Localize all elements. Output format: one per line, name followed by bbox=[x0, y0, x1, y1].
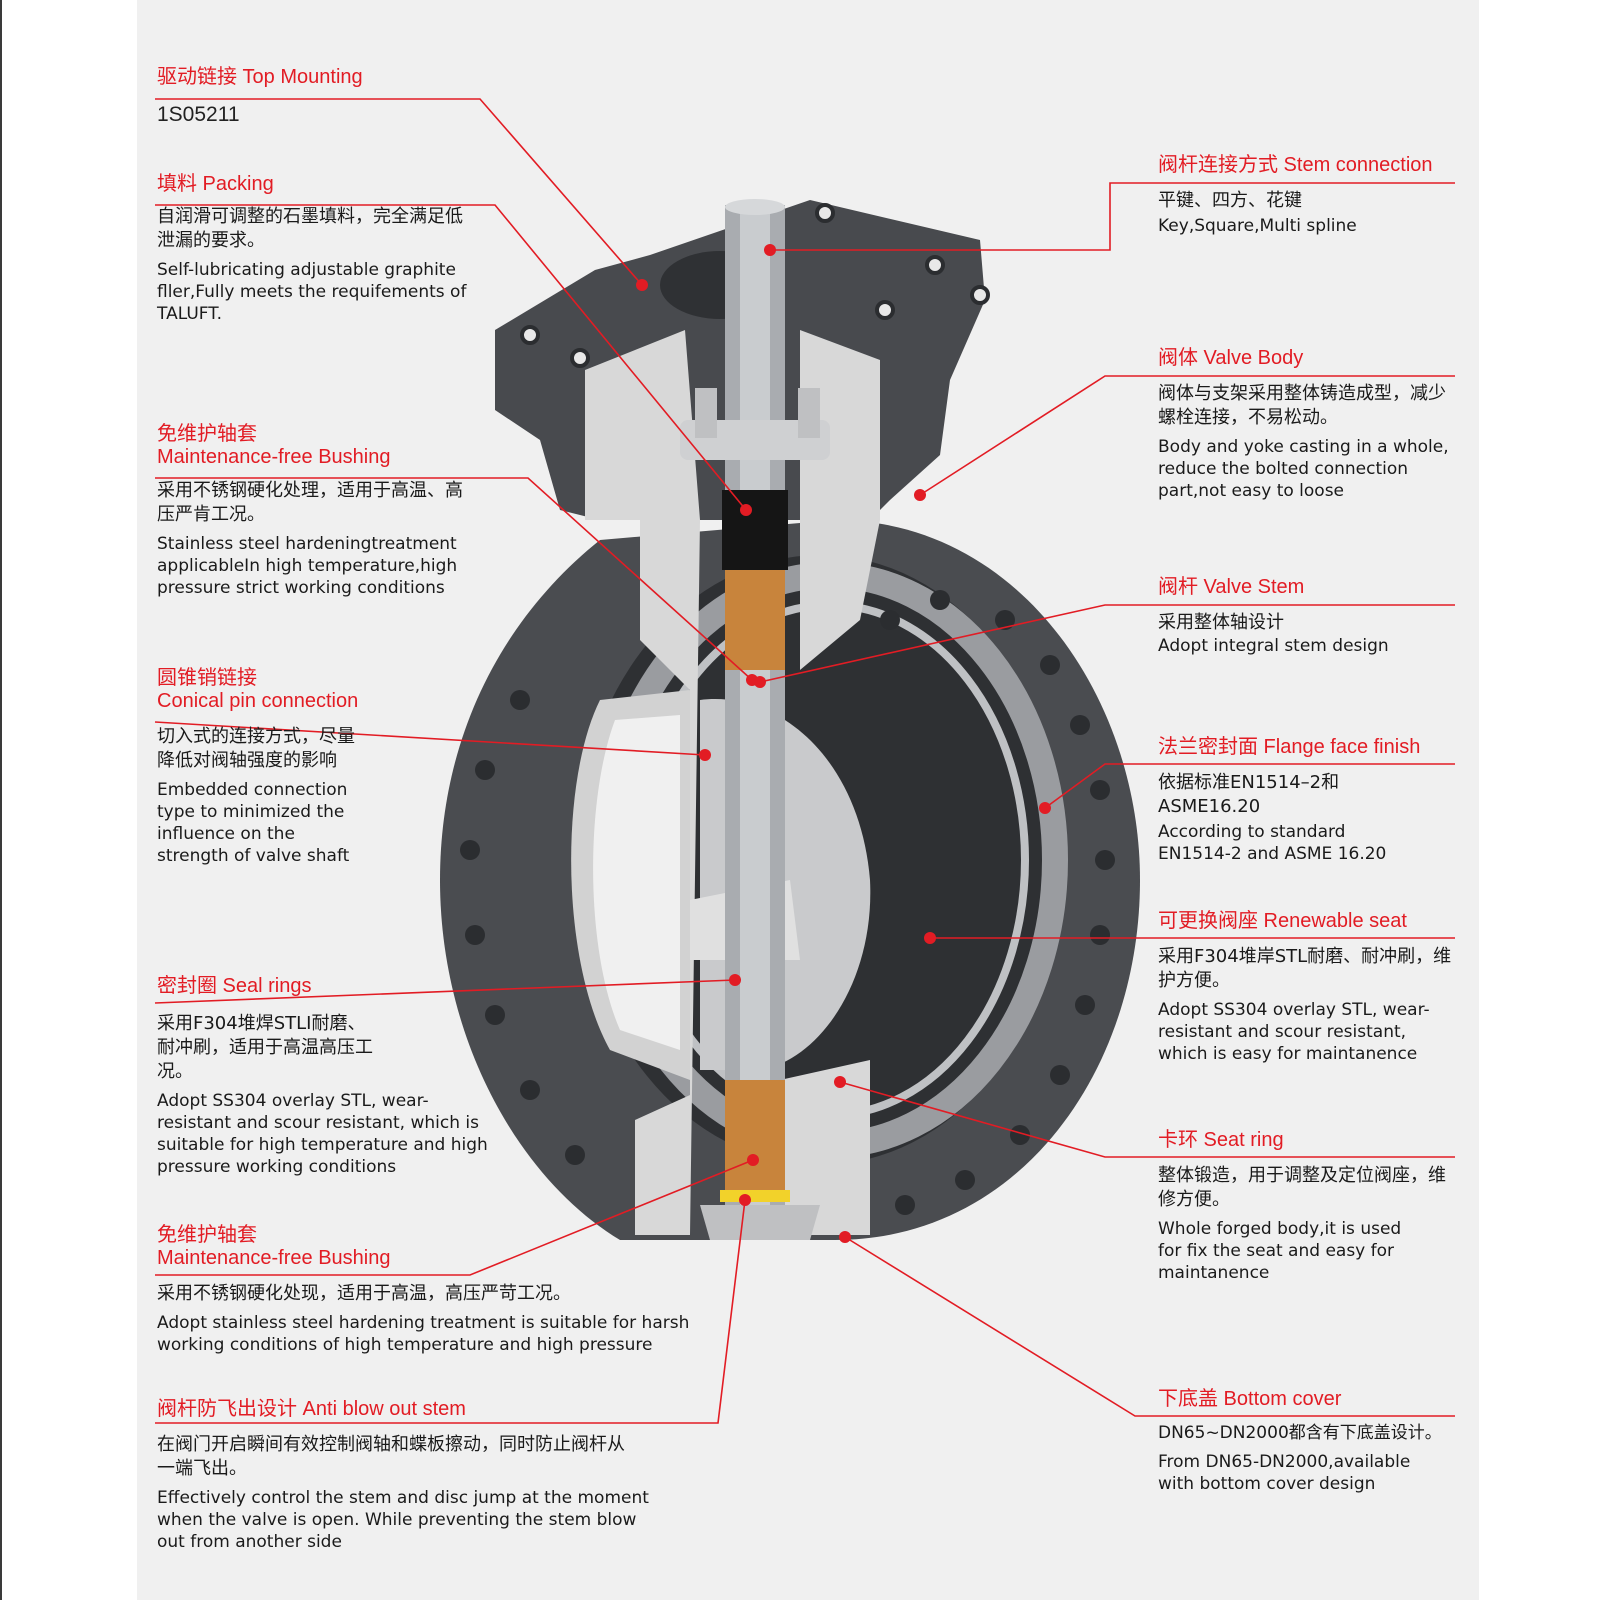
callout-title: 驱动链接 Top Mounting bbox=[157, 66, 363, 88]
callout-zh-text: 阀体与支架采用整体铸造成型，减少螺栓连接，不易松动。 bbox=[1158, 383, 1446, 428]
callout-en-text: Effectively control the stem and disc ju… bbox=[157, 1488, 649, 1552]
callout-zh-text: 整体锻造，用于调整及定位阀座，维修方便。 bbox=[1158, 1165, 1446, 1210]
callout-en-text: Stainless steel hardeningtreatment appli… bbox=[157, 534, 458, 598]
callout-zh-text: 采用F304堆焊STLI耐磨、耐冲刷，适用于高温高压工况。 bbox=[157, 1013, 373, 1082]
callout-flange-face: 法兰密封面 Flange face finish 依据标准EN1514–2和AS… bbox=[1158, 736, 1458, 865]
callout-en-text: Whole forged body,it is used for fix the… bbox=[1158, 1219, 1402, 1283]
left-edge-line bbox=[0, 0, 2, 1600]
callout-title: 可更换阀座 Renewable seat bbox=[1158, 910, 1407, 932]
callout-zh-text: 采用F304堆岸STL耐磨、耐冲刷，维护方便。 bbox=[1158, 946, 1452, 991]
callout-title: 填料 Packing bbox=[157, 173, 274, 195]
callout-title: 密封圈 Seal rings bbox=[157, 975, 312, 997]
callout-title: 免维护轴套 bbox=[157, 1224, 257, 1246]
callout-title-en: Maintenance-free Bushing bbox=[157, 446, 391, 468]
mounting-holes bbox=[520, 203, 990, 368]
callout-zh-text: 采用不锈钢硬化处理，适用于高温、高压严肯工况。 bbox=[157, 480, 463, 525]
callout-zh-text: 自润滑可调整的石墨填料，完全满足低泄漏的要求。 bbox=[157, 206, 463, 251]
bushing-lower bbox=[725, 1080, 785, 1190]
callout-title: 圆锥销链接 bbox=[157, 667, 257, 689]
callout-en-text: Adopt integral stem design bbox=[1158, 636, 1389, 656]
callout-conical-pin: 圆锥销链接 Conical pin connection 切入式的连接方式，尽量… bbox=[157, 667, 362, 867]
callout-zh-text: 依据标准EN1514–2和ASME16.20 bbox=[1158, 772, 1340, 817]
callout-valve-stem: 阀杆 Valve Stem 采用整体轴设计 Adopt integral ste… bbox=[1158, 576, 1458, 657]
bottom-cover bbox=[700, 1205, 820, 1240]
gland-flange bbox=[680, 420, 830, 460]
callout-en-text: Adopt SS304 overlay STL, wear-resistant … bbox=[1158, 1000, 1430, 1064]
callout-top-mounting: 驱动链接 Top Mounting 1S05211 bbox=[157, 66, 637, 127]
callout-bottom-cover: 下底盖 Bottom cover DN65~DN2000都含有下底盖设计。 Fr… bbox=[1158, 1388, 1478, 1495]
callout-title-en: Maintenance-free Bushing bbox=[157, 1247, 391, 1269]
callout-title: 下底盖 Bottom cover bbox=[1158, 1388, 1342, 1410]
leader-dots bbox=[636, 244, 1051, 1243]
callout-title: 法兰密封面 Flange face finish bbox=[1158, 736, 1421, 758]
callout-title-en: Conical pin connection bbox=[157, 690, 359, 712]
callout-en-text: Adopt stainless steel hardening treatmen… bbox=[157, 1313, 690, 1355]
callout-zh-text: 切入式的连接方式，尽量降低对阀轴强度的影响 bbox=[157, 726, 355, 771]
callout-en-text: Embedded connection type to minimized th… bbox=[157, 780, 350, 866]
callout-packing: 填料 Packing 自润滑可调整的石墨填料，完全满足低泄漏的要求。 Self-… bbox=[157, 173, 467, 325]
yoke-cut-face bbox=[585, 330, 700, 1235]
callout-title: 阀杆 Valve Stem bbox=[1158, 576, 1305, 598]
bushing-upper bbox=[725, 570, 785, 670]
callout-en-text: From DN65-DN2000,available with bottom c… bbox=[1158, 1452, 1411, 1494]
callout-en-text: Body and yoke casting in a whole, reduce… bbox=[1158, 437, 1449, 501]
callout-stem-connection: 阀杆连接方式 Stem connection 平键、四方、花键 Key,Squa… bbox=[1158, 154, 1458, 237]
callout-anti-blow-out: 阀杆防飞出设计 Anti blow out stem 在阀门开启瞬间有效控制阀轴… bbox=[157, 1398, 667, 1553]
callout-title: 卡环 Seat ring bbox=[1158, 1129, 1284, 1151]
callout-en-text: Key,Square,Multi spline bbox=[1158, 216, 1357, 236]
callout-title: 阀体 Valve Body bbox=[1158, 347, 1304, 369]
model-code: 1S05211 bbox=[157, 103, 240, 126]
callout-zh-text: 采用不锈钢硬化处现，适用于高温，高压严苛工况。 bbox=[157, 1283, 571, 1304]
flange-bolt-holes bbox=[460, 590, 1115, 1215]
callout-zh-text: 平键、四方、花键 bbox=[1158, 190, 1302, 211]
callout-title: 阀杆连接方式 Stem connection bbox=[1158, 154, 1433, 176]
callout-seat-ring: 卡环 Seat ring 整体锻造，用于调整及定位阀座，维修方便。 Whole … bbox=[1158, 1129, 1458, 1284]
callout-bushing-lower: 免维护轴套 Maintenance-free Bushing 采用不锈钢硬化处现… bbox=[157, 1224, 717, 1356]
leader-lines bbox=[154, 98, 1455, 1424]
callout-zh-text: DN65~DN2000都含有下底盖设计。 bbox=[1158, 1423, 1442, 1443]
thrust-washer bbox=[720, 1190, 790, 1202]
callout-valve-body: 阀体 Valve Body 阀体与支架采用整体铸造成型，减少螺栓连接，不易松动。… bbox=[1158, 347, 1458, 502]
callout-zh-text: 采用整体轴设计 bbox=[1158, 612, 1284, 633]
callout-en-text: Self-lubricating adjustable graphite fll… bbox=[157, 260, 467, 324]
callout-seal-rings: 密封圈 Seal rings 采用F304堆焊STLI耐磨、耐冲刷，适用于高温高… bbox=[157, 975, 502, 1178]
callout-title: 阀杆防飞出设计 Anti blow out stem bbox=[157, 1398, 466, 1420]
packing bbox=[722, 490, 788, 570]
callout-bushing-upper: 免维护轴套 Maintenance-free Bushing 采用不锈钢硬化处理… bbox=[157, 423, 477, 599]
callout-zh-text: 在阀门开启瞬间有效控制阀轴和蝶板擦动，同时防止阀杆从一端飞出。 bbox=[157, 1434, 625, 1479]
callout-renewable-seat: 可更换阀座 Renewable seat 采用F304堆岸STL耐磨、耐冲刷，维… bbox=[1158, 910, 1458, 1065]
callout-title: 免维护轴套 bbox=[157, 423, 257, 445]
callout-en-text: According to standard EN1514-2 and ASME … bbox=[1158, 822, 1387, 864]
callout-en-text: Adopt SS304 overlay STL, wear-resistant … bbox=[157, 1091, 488, 1177]
